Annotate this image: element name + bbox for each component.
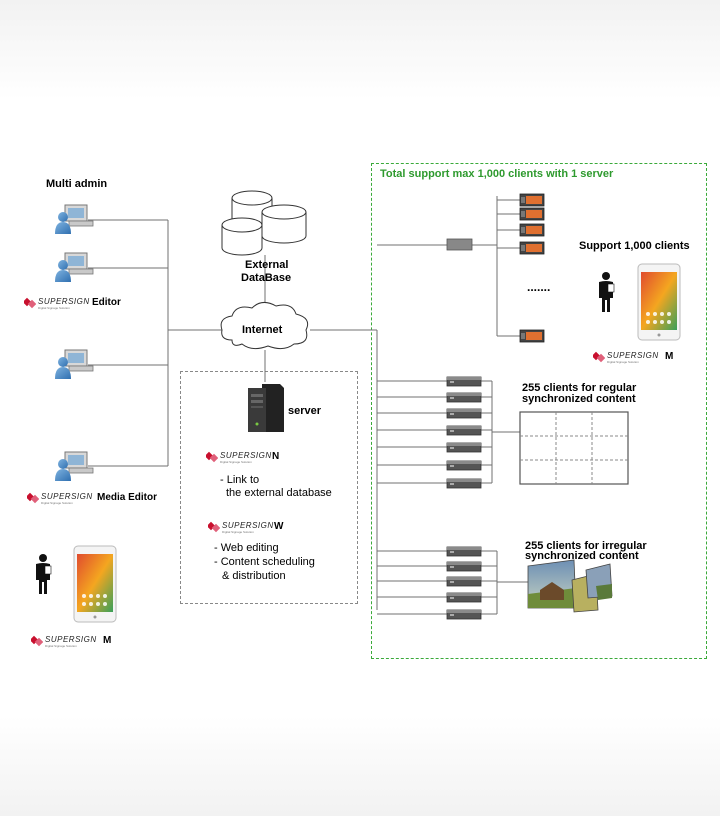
- external-db-label-line1: External: [245, 259, 289, 271]
- signage-player-icon: [519, 193, 545, 207]
- supersign-wordmark: SUPERSIGN: [41, 492, 93, 501]
- supersign-tagline: Digital Signage Solution: [220, 460, 252, 464]
- supersign-logo-mark-icon: [593, 351, 605, 363]
- signage-player-icon: [446, 408, 482, 419]
- irregular-clients-label-line2: synchronized content: [525, 550, 639, 562]
- signage-player-icon: [519, 329, 545, 343]
- support-clients-label: Support 1,000 clients: [579, 240, 690, 252]
- link-label-line2: the external database: [226, 487, 332, 499]
- supersign-mobile-logo-right: SUPERSIGN Digital Signage Solution M: [593, 351, 683, 365]
- smartphone-icon: [73, 545, 117, 623]
- supersign-logo-mark-icon: [27, 492, 39, 504]
- smartphone-icon: [637, 263, 681, 341]
- supersign-wordmark: SUPERSIGN: [220, 451, 272, 460]
- supersign-tagline: Digital Signage Solution: [607, 360, 639, 364]
- signage-player-icon: [446, 478, 482, 489]
- total-support-label: Total support max 1,000 clients with 1 s…: [380, 168, 614, 180]
- signage-player-icon: [519, 207, 545, 221]
- admin-pc-icon: [54, 252, 94, 283]
- signage-player-icon: [519, 223, 545, 237]
- supersign-mobile-logo-left: SUPERSIGN Digital Signage Solution M: [31, 635, 121, 649]
- display-collage-icon: [527, 559, 613, 613]
- signage-player-icon: [446, 376, 482, 387]
- supersign-w-logo: SUPERSIGN Digital Signage Solution W: [208, 521, 288, 535]
- editor-logo-suffix: Editor: [92, 297, 121, 308]
- mobile-logo-suffix: M: [103, 635, 112, 646]
- signage-player-icon: [446, 576, 482, 587]
- client-support-boundary: [371, 163, 707, 659]
- supersign-logo-mark-icon: [208, 521, 220, 533]
- supersign-media-editor-logo: SUPERSIGN Digital Signage Solution Media…: [27, 492, 167, 506]
- top-band: [0, 0, 720, 100]
- admin-pc-icon: [54, 204, 94, 235]
- signage-player-icon: [446, 592, 482, 603]
- regular-clients-label-line1: 255 clients for regular: [522, 382, 637, 394]
- supersign-editor-logo: SUPERSIGN Digital Signage Solution Edito…: [24, 297, 124, 311]
- supersign-logo-mark-icon: [206, 451, 218, 463]
- content-scheduling-label-line1: - Content scheduling: [214, 556, 315, 568]
- signage-player-icon: [446, 442, 482, 453]
- supersign-tagline: Digital Signage Solution: [45, 644, 77, 648]
- supersign-tagline: Digital Signage Solution: [38, 306, 70, 310]
- person-icon: [35, 553, 52, 595]
- connection-lines: [88, 196, 528, 615]
- supersign-logo-mark-icon: [24, 297, 36, 309]
- link-label-line1: - Link to: [220, 474, 260, 486]
- multi-admin-label: Multi admin: [46, 178, 108, 190]
- more-clients-ellipsis: .......: [527, 280, 551, 294]
- regular-clients-label-line2: synchronized content: [522, 393, 636, 405]
- external-db-label-line2: DataBase: [241, 272, 292, 284]
- signage-player-icon: [446, 609, 482, 620]
- signage-player-icon: [446, 425, 482, 436]
- video-wall-icon: [519, 411, 629, 485]
- server-boundary: [180, 371, 358, 604]
- supersign-wordmark: SUPERSIGN: [222, 521, 274, 530]
- mobile-logo-suffix: M: [665, 351, 674, 362]
- content-scheduling-label-line2: & distribution: [222, 570, 286, 582]
- internet-label: Internet: [242, 324, 283, 336]
- signage-player-icon: [446, 460, 482, 471]
- supersign-logo-mark-icon: [31, 635, 43, 647]
- web-editing-label: - Web editing: [214, 542, 279, 554]
- server-label: server: [288, 405, 322, 417]
- server-n-logo-suffix: N: [272, 451, 280, 462]
- signage-player-icon: [446, 561, 482, 572]
- bottom-band: [0, 716, 720, 816]
- admin-pc-icon: [54, 451, 94, 482]
- supersign-tagline: Digital Signage Solution: [222, 530, 254, 534]
- cloud-icon: [220, 302, 309, 350]
- person-icon: [598, 271, 615, 313]
- server-w-logo-suffix: W: [274, 521, 284, 532]
- signage-player-icon: [519, 241, 545, 255]
- supersign-wordmark: SUPERSIGN: [45, 635, 97, 644]
- server-tower-icon: [248, 384, 284, 432]
- media-editor-logo-suffix: Media Editor: [97, 492, 158, 503]
- admin-pc-icon: [54, 349, 94, 380]
- irregular-clients-label-line1: 255 clients for irregular: [525, 540, 647, 552]
- supersign-tagline: Digital Signage Solution: [41, 501, 73, 505]
- supersign-wordmark: SUPERSIGN: [607, 351, 659, 360]
- signage-player-icon: [446, 392, 482, 403]
- network-switch-icon: [446, 238, 473, 251]
- supersign-n-logo: SUPERSIGN Digital Signage Solution N: [206, 451, 286, 465]
- supersign-wordmark: SUPERSIGN: [38, 297, 90, 306]
- signage-player-icon: [446, 546, 482, 557]
- database-icon: [221, 190, 307, 256]
